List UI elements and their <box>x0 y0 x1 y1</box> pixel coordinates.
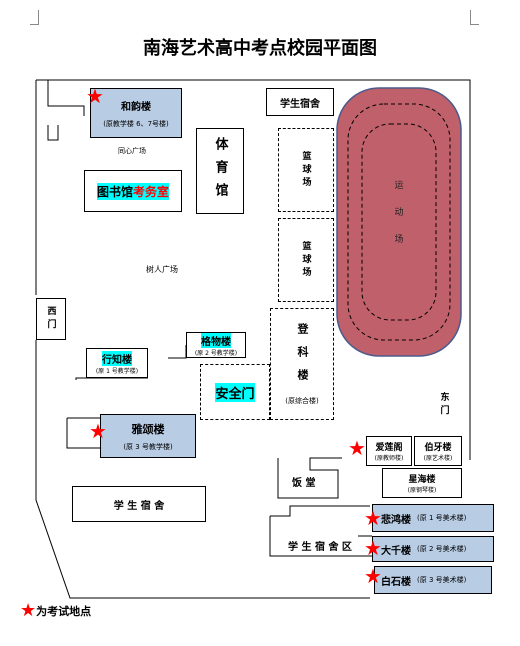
canteen-label: 饭 堂 <box>292 478 316 489</box>
building-beihong[interactable]: 悲鸿楼 (原 1 号美术楼) <box>372 504 494 532</box>
building-dengke-name: 登科楼 <box>296 322 309 392</box>
building-library-name: 图书馆 <box>96 184 133 199</box>
legend-star-icon: ★ <box>20 600 37 621</box>
building-xinghai-name: 星海楼 <box>408 475 436 485</box>
building-xinghai[interactable]: 星海楼 (原钢琴楼) <box>382 468 462 498</box>
building-xingzhi-name: 行知楼 <box>102 351 132 366</box>
building-baishi-sub: (原 3 号美术楼) <box>417 576 467 584</box>
building-daqian-name: 大千楼 <box>381 545 411 557</box>
map-title: 南海艺术高中考点校园平面图 <box>143 38 377 59</box>
security-gate-label: 安全门 <box>215 382 255 402</box>
building-dengke-sub: (原综合楼) <box>285 396 319 405</box>
basketball-court-1[interactable]: 篮球场 <box>278 128 334 212</box>
corner-mark-right <box>470 10 479 25</box>
building-heyun-sub: (原教学楼 6、7号楼) <box>103 119 169 128</box>
building-boya-name: 伯牙楼 <box>424 443 452 453</box>
exam-star-icon: ★ <box>364 564 382 588</box>
playground-label: 运动场 <box>392 179 403 261</box>
building-baishi[interactable]: 白石楼 (原 3 号美术楼) <box>374 566 492 594</box>
building-yasong-name: 雅颂楼 <box>131 422 165 436</box>
basketball-court-2[interactable]: 篮球场 <box>278 218 334 302</box>
label-shuren-square: 树人广场 <box>146 265 178 274</box>
building-ailian-sub: (原教师楼) <box>374 455 404 462</box>
security-gate-area[interactable]: 安全门 <box>200 364 270 420</box>
building-heyun[interactable]: 和韵楼 (原教学楼 6、7号楼) <box>90 88 182 138</box>
exam-star-icon: ★ <box>364 506 382 530</box>
building-daqian-sub: (原 2 号美术楼) <box>417 545 467 553</box>
building-boya[interactable]: 伯牙楼 (原艺术楼) <box>414 436 462 466</box>
building-gewu-sub: (原 2 号教学楼) <box>194 350 238 357</box>
east-gate-label: 东门 <box>438 392 449 418</box>
dorm-middle[interactable]: 学 生 宿 舍 <box>72 486 206 522</box>
building-gewu-name: 格物楼 <box>201 333 231 348</box>
building-xingzhi-sub: (原 1 号教学楼) <box>95 368 139 375</box>
legend-label: 为考试地点 <box>36 604 92 618</box>
building-dengke[interactable]: 登科楼 (原综合楼) <box>270 308 334 420</box>
building-xinghai-sub: (原钢琴楼) <box>407 487 437 494</box>
exam-star-icon: ★ <box>364 536 382 560</box>
track-lane-inner <box>361 123 437 321</box>
building-library-office: 考务室 <box>133 184 170 199</box>
exam-star-icon: ★ <box>348 436 366 460</box>
playground-field <box>336 87 462 357</box>
east-gate[interactable]: 东门 <box>434 390 454 420</box>
exam-star-icon: ★ <box>86 84 104 108</box>
dorm-bottom-label: 学 生 宿 舍 区 <box>288 542 352 553</box>
dorm-top[interactable]: 学生宿舍 <box>266 88 334 116</box>
building-boya-sub: (原艺术楼) <box>423 455 453 462</box>
building-library[interactable]: 图书馆考务室 <box>84 170 182 212</box>
building-baishi-name: 白石楼 <box>381 576 411 588</box>
building-gewu[interactable]: 格物楼 (原 2 号教学楼) <box>186 332 246 358</box>
building-yasong-sub: (原 3 号教学楼) <box>123 442 173 451</box>
west-gate[interactable]: 西门 <box>36 298 66 340</box>
building-gym-name: 体育馆 <box>212 136 228 206</box>
building-ailian-name: 爱莲阁 <box>375 443 403 453</box>
building-beihong-name: 悲鸿楼 <box>381 514 411 526</box>
track-lane-outer <box>347 103 451 341</box>
building-daqian[interactable]: 大千楼 (原 2 号美术楼) <box>372 536 494 562</box>
label-tongxin-square: 同心广场 <box>118 147 146 155</box>
building-ailian[interactable]: 爱莲阁 (原教师楼) <box>366 436 412 466</box>
court-2-label: 篮球场 <box>300 240 311 280</box>
exam-star-icon: ★ <box>89 419 107 443</box>
playground-label-wrap: 运动场 <box>370 170 426 270</box>
court-1-label: 篮球场 <box>300 150 311 190</box>
corner-mark-left <box>30 10 39 25</box>
building-beihong-sub: (原 1 号美术楼) <box>417 514 467 522</box>
legend: ★ 为考试地点 <box>20 600 91 621</box>
building-yasong[interactable]: 雅颂楼 (原 3 号教学楼) <box>100 414 196 458</box>
building-gym[interactable]: 体育馆 <box>196 128 244 214</box>
building-heyun-name: 和韵楼 <box>121 101 151 113</box>
west-gate-label: 西门 <box>45 306 56 332</box>
building-xingzhi[interactable]: 行知楼 (原 1 号教学楼) <box>86 348 148 378</box>
